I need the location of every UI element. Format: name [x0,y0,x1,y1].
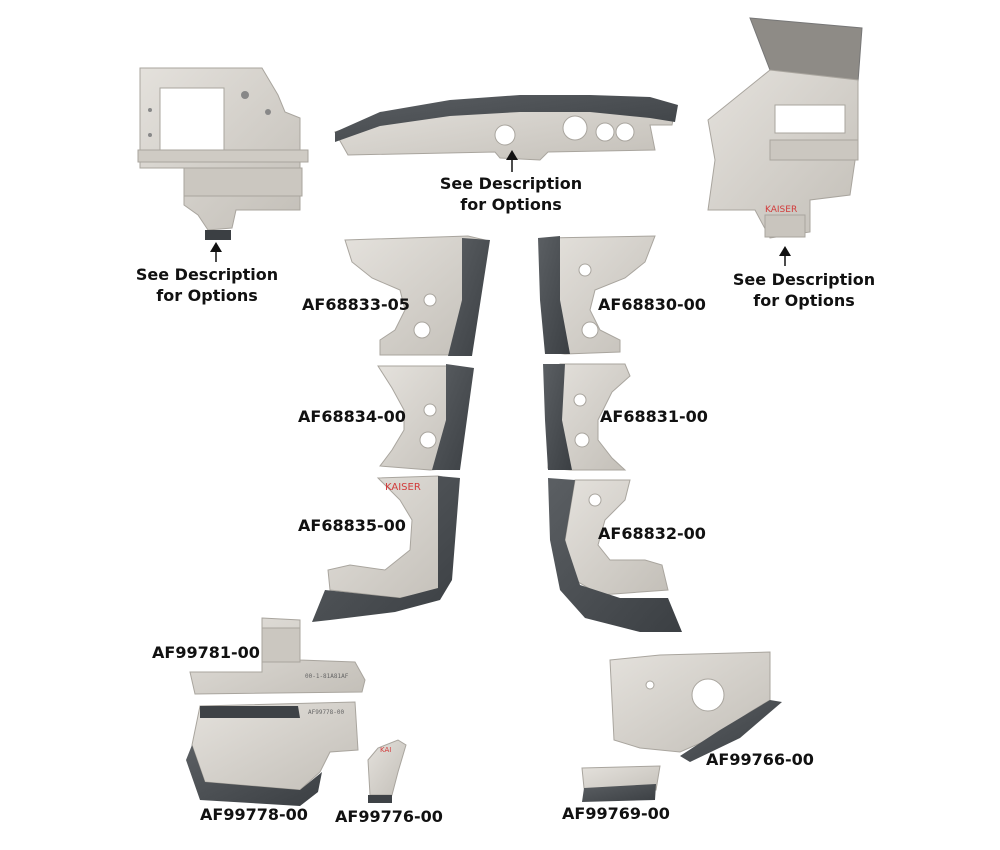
piece-af68833-05 [344,235,490,356]
piece-af99776-00: KAI [367,739,407,803]
see-description-right-line1: See Description [732,270,876,289]
see-description-right-line2: for Options [753,291,855,310]
piece-af68835-00: KAISER [312,475,460,622]
panel-top-center [334,95,678,161]
see-description-left-line2: for Options [156,286,258,305]
piece-af68834-00 [377,364,474,471]
part-label-af99781-00: AF99781-00 [152,643,260,662]
part-label-af99769-00: AF99769-00 [562,804,670,823]
svg-text:AF99778-00: AF99778-00 [308,709,345,716]
piece-af68830-00 [538,235,656,355]
part-label-af99778-00: AF99778-00 [200,805,308,824]
part-label-af68831-00: AF68831-00 [600,407,708,426]
svg-text:KAI: KAI [380,746,391,754]
piece-af68832-00 [548,478,682,632]
see-description-left-line1: See Description [135,265,279,284]
arrow-left [210,242,222,262]
arrow-right [779,246,791,266]
part-label-af68833-05: AF68833-05 [302,295,410,314]
arrow-center [506,150,518,172]
part-label-af99766-00: AF99766-00 [706,750,814,769]
see-description-right: See Description for Options [731,269,877,311]
part-label-af68830-00: AF68830-00 [598,295,706,314]
piece-af99778-00: AF99778-00 [186,701,359,806]
part-label-af68832-00: AF68832-00 [598,524,706,543]
part-label-af99776-00: AF99776-00 [335,807,443,826]
svg-text:00-1-81A81AF: 00-1-81A81AF [305,673,349,680]
panel-top-right: KAISER [707,17,863,239]
piece-af99781-00: 00-1-81A81AF [189,617,366,695]
piece-af99769-00 [581,765,661,802]
see-description-center-line1: See Description [439,174,583,193]
see-description-center: See Description for Options [438,173,584,215]
svg-text:KAISER: KAISER [385,482,421,493]
svg-text:KAISER: KAISER [765,205,797,215]
see-description-center-line2: for Options [460,195,562,214]
piece-af99766-00 [609,651,782,762]
panel-top-left [137,67,309,240]
part-label-af68834-00: AF68834-00 [298,407,406,426]
see-description-left: See Description for Options [134,264,280,306]
part-label-af68835-00: AF68835-00 [298,516,406,535]
piece-af68831-00 [543,363,631,471]
